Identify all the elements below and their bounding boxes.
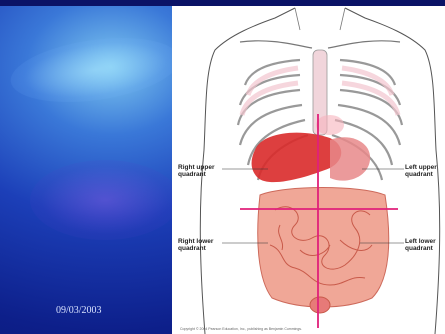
right-lower-quadrant-label: Right lower quadrant: [178, 238, 213, 252]
liver: [252, 133, 342, 182]
right-upper-quadrant-label: Right upper quadrant: [178, 164, 214, 178]
clavicles: [240, 41, 400, 48]
stomach: [330, 137, 370, 180]
copyright-text: Copyright © 2004 Pearson Education, Inc.…: [180, 327, 302, 331]
slide-date: 09/03/2003: [56, 305, 102, 316]
left-upper-quadrant-label: Left upper quadrant: [405, 164, 437, 178]
intestines: [258, 188, 389, 308]
left-lower-quadrant-label: Left lower quadrant: [405, 238, 436, 252]
bladder: [310, 297, 330, 313]
